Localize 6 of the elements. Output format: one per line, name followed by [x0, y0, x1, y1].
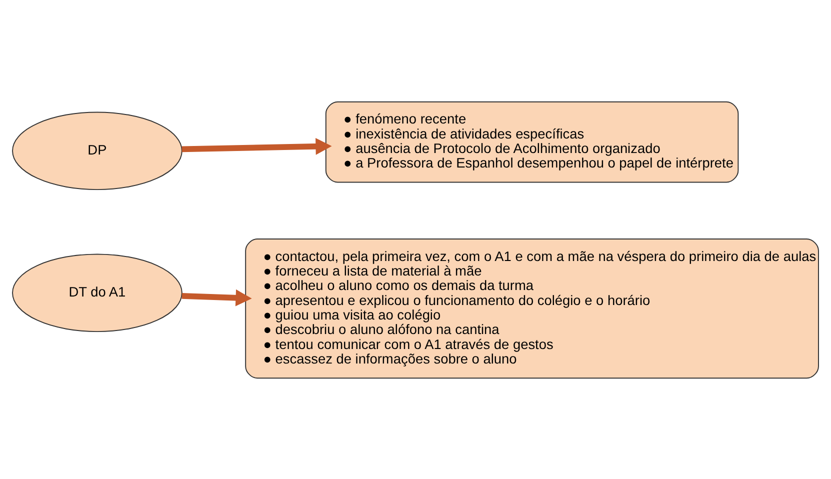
arrow — [182, 288, 252, 306]
node-box: ● fenómeno recente ● inexistência de atividades específicas ● ausência de Protocolo de Acolhimento organizado ● a Professora de Espanhol desempenhou o papel de intérprete — [325, 100, 739, 182]
node-box: ● contactou, pela primeira vez, com o A1 e com a mãe na véspera do primeiro dia de aulas ● forneceu a lista de material à mãe ● acolheu o aluno como os demais da turma ● apresentou e explicou o funcionamento do colégio e o horário ● guiou uma visita ao colégio ● descobriu o aluno alófono na cantina ● tentou comunicar com o A1 através de gestos ● escassez de informações sobre o aluno — [245, 238, 819, 378]
arrow — [182, 138, 332, 154]
node-ellipse: DT do A1 — [12, 253, 182, 332]
node-ellipse: DP — [12, 111, 182, 190]
